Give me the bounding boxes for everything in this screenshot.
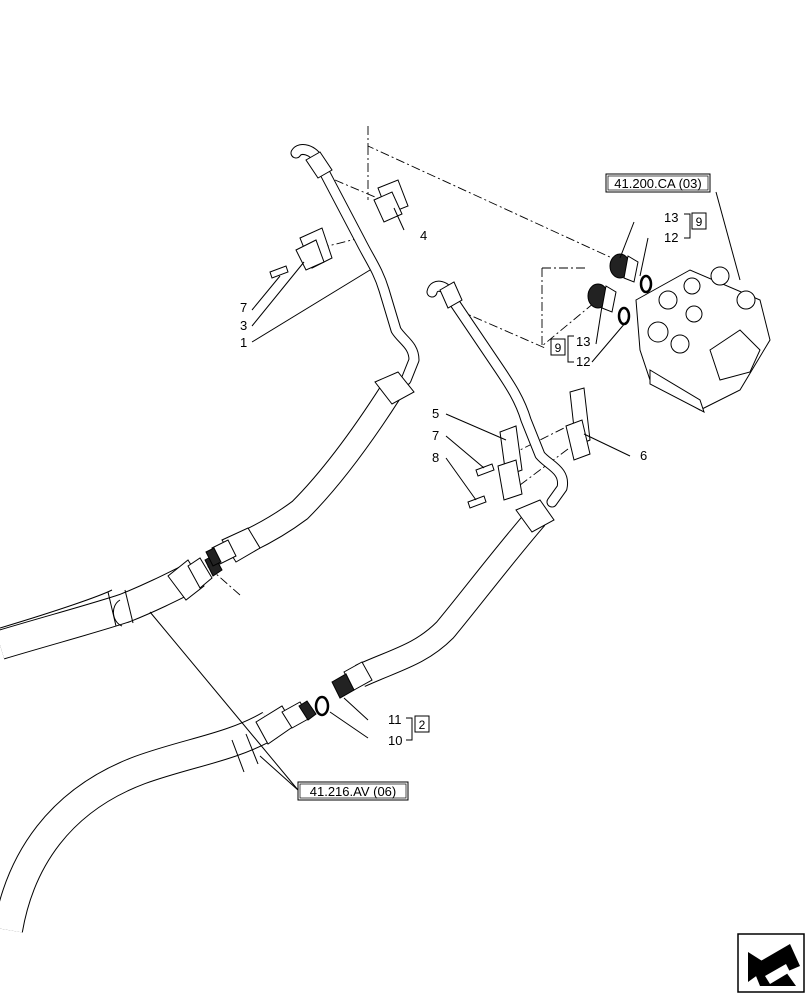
reference-steering-unit[interactable]: 41.200.CA (03)	[605, 173, 711, 193]
clamps	[269, 179, 591, 509]
callout-7-upper: 7	[240, 300, 247, 315]
callout-5: 5	[432, 406, 439, 421]
steering-valve-block	[635, 266, 771, 414]
callout-numbers: 4 7 3 1 5 7 8 6 11 10 13 12 13 12	[240, 210, 678, 748]
callout-12-upper: 12	[664, 230, 678, 245]
leader-lines	[149, 191, 741, 791]
main-hose-lower	[0, 700, 317, 933]
callout-4: 4	[420, 228, 427, 243]
callout-6: 6	[640, 448, 647, 463]
reference-steering-unit-label: 41.200.CA (03)	[614, 176, 701, 191]
fittings	[314, 253, 653, 717]
tube-1	[205, 144, 420, 567]
callout-1: 1	[240, 335, 247, 350]
kit-box-9-upper[interactable]: 9	[691, 212, 707, 230]
callout-13-upper: 13	[664, 210, 678, 225]
callout-10: 10	[388, 733, 402, 748]
kit-box-9-upper-label: 9	[696, 215, 703, 229]
callout-3: 3	[240, 318, 247, 333]
kit-box-9-lower-label: 9	[555, 341, 562, 355]
previous-page-arrow-icon[interactable]	[737, 933, 805, 993]
callout-12-lower: 12	[576, 354, 590, 369]
callout-13-lower: 13	[576, 334, 590, 349]
kit-box-2[interactable]: 2	[414, 715, 430, 733]
reference-main-hose[interactable]: 41.216.AV (06)	[297, 781, 409, 801]
kit-box-9-lower[interactable]: 9	[550, 338, 566, 356]
kit-box-2-label: 2	[419, 718, 426, 732]
tube-2	[331, 280, 569, 699]
main-hose-upper	[0, 554, 223, 660]
callout-7-lower: 7	[432, 428, 439, 443]
callout-8: 8	[432, 450, 439, 465]
reference-main-hose-label: 41.216.AV (06)	[310, 784, 396, 799]
callout-11: 11	[388, 712, 402, 727]
